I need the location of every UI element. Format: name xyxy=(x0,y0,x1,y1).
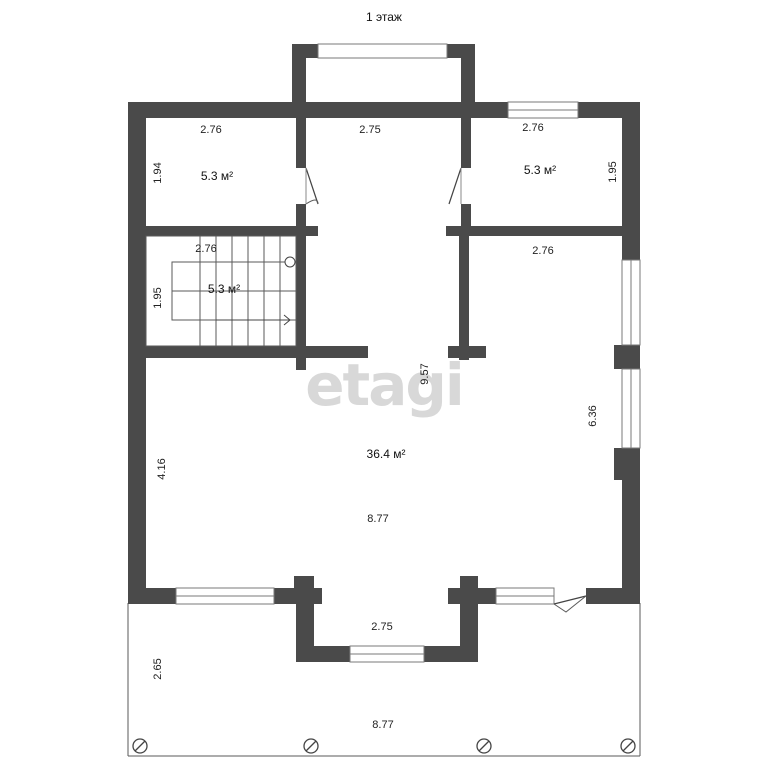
door-top-right-icon xyxy=(448,167,462,205)
window-bottom-right xyxy=(495,587,555,605)
window-top-right xyxy=(507,101,579,119)
dim-right-room-width: 2.76 xyxy=(532,245,553,257)
area-stairs: 5.3 м² xyxy=(208,282,240,296)
dim-right-height: 6.36 xyxy=(587,405,599,426)
watermark: etagi xyxy=(305,351,463,419)
stair-start-icon xyxy=(284,256,296,268)
dim-top-right-width: 2.76 xyxy=(522,122,543,134)
dim-terrace-height: 2.65 xyxy=(152,658,164,679)
dim-top-left-height: 1.94 xyxy=(152,162,164,183)
dim-bay-width: 2.75 xyxy=(371,621,392,633)
windows xyxy=(175,43,641,663)
window-bottom-left xyxy=(175,587,275,605)
window-right-lower xyxy=(621,368,641,449)
dim-stairs-height: 1.95 xyxy=(152,287,164,308)
dim-top-right-height: 1.95 xyxy=(607,161,619,182)
dim-terrace-width: 8.77 xyxy=(372,719,393,731)
area-top-right: 5.3 м² xyxy=(524,163,556,177)
area-main: 36.4 м² xyxy=(367,447,406,461)
dim-corridor-width: 2.75 xyxy=(359,124,380,136)
window-bay xyxy=(349,645,425,663)
terrace-posts xyxy=(132,738,636,754)
door-terrace-icon xyxy=(553,595,587,613)
staircase xyxy=(145,235,297,347)
window-porch xyxy=(317,43,448,59)
dim-center-length: 9.57 xyxy=(419,363,431,384)
doors xyxy=(305,167,587,613)
post-icon xyxy=(132,738,148,754)
post-icon xyxy=(620,738,636,754)
window-right-upper xyxy=(621,259,641,346)
dim-stairs-width: 2.76 xyxy=(195,243,216,255)
door-top-left-icon xyxy=(305,167,319,205)
stair-arrow-icon xyxy=(216,314,291,326)
floor-title: 1 этаж xyxy=(366,10,402,24)
dim-left-height: 4.16 xyxy=(156,458,168,479)
post-icon xyxy=(303,738,319,754)
post-icon xyxy=(476,738,492,754)
dim-top-left-width: 2.76 xyxy=(200,124,221,136)
dim-main-width: 8.77 xyxy=(367,513,388,525)
terrace-outline xyxy=(127,603,641,757)
area-top-left: 5.3 м² xyxy=(201,169,233,183)
